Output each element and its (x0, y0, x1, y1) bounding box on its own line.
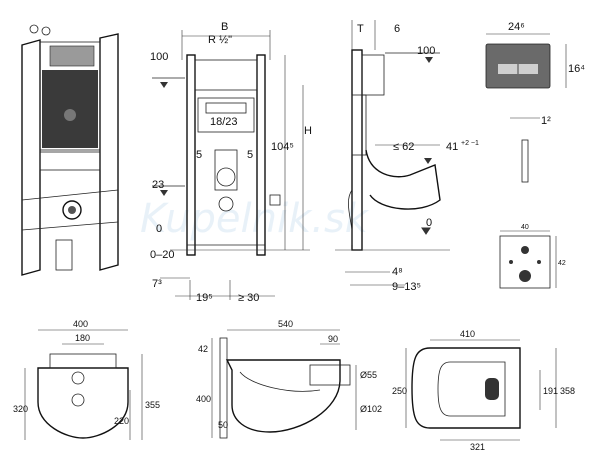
label-plate-40: 40 (521, 224, 529, 231)
label-24-6: 24⁶ (508, 21, 525, 33)
label-0-side: 0 (426, 217, 432, 229)
label-side-d102: Ø102 (360, 404, 382, 414)
watermark: Kupelnik.sk (140, 196, 370, 242)
label-side-540: 540 (278, 319, 293, 329)
label-bowl-400: 400 (73, 319, 88, 329)
label-5a: 5 (196, 149, 202, 161)
label-top-191: 191 (543, 386, 558, 396)
frame-front-view (152, 30, 310, 300)
label-16-4: 16⁴ (568, 63, 585, 75)
label-100-left: 100 (150, 51, 168, 63)
label-plate-42: 42 (558, 260, 566, 267)
label-1-2: 1² (541, 115, 551, 127)
label-9-13: 9–13⁵ (392, 281, 421, 293)
label-41-tol: +2 −1 (461, 140, 479, 147)
label-30: ≥ 30 (238, 292, 259, 304)
label-side-d55: Ø55 (360, 370, 377, 380)
label-5b: 5 (247, 149, 253, 161)
label-62: ≤ 62 (393, 141, 414, 153)
label-side-90: 90 (328, 334, 338, 344)
label-0-20: 0–20 (150, 249, 174, 261)
label-side-400: 400 (196, 394, 211, 404)
label-bowl-320: 320 (13, 404, 28, 414)
label-B: B (221, 21, 228, 33)
label-104-5: 104⁵ (271, 141, 294, 153)
label-0: 0 (156, 223, 162, 235)
label-19-5: 19⁵ (196, 292, 213, 304)
label-H: H (304, 125, 312, 137)
label-6: 6 (394, 23, 400, 35)
label-18-23: 18/23 (210, 116, 238, 128)
flush-button-icon (485, 33, 567, 183)
label-7-3: 7³ (152, 278, 162, 290)
label-23: 23 (152, 179, 164, 191)
label-T: T (357, 23, 364, 35)
label-41: 41 (446, 141, 458, 153)
label-R: R ½" (208, 34, 232, 46)
toilet-bowl-icon (24, 329, 143, 440)
label-top-410: 410 (460, 329, 475, 339)
label-top-250: 250 (392, 386, 407, 396)
label-top-321: 321 (470, 442, 485, 452)
label-bowl-355: 355 (145, 400, 160, 410)
wall-plate-icon (499, 230, 557, 289)
label-4-8: 4⁸ (392, 266, 403, 278)
label-bowl-220: 220 (114, 416, 129, 426)
label-100-right: 100 (417, 45, 435, 57)
frame-side-view (335, 20, 450, 286)
label-bowl-180: 180 (75, 333, 90, 343)
bowl-side-view (211, 329, 357, 439)
geberit-frame-icon (21, 24, 119, 276)
label-side-42: 42 (198, 344, 208, 354)
label-top-358: 358 (560, 386, 575, 396)
bowl-top-view (405, 339, 557, 441)
label-side-50: 50 (218, 420, 228, 430)
